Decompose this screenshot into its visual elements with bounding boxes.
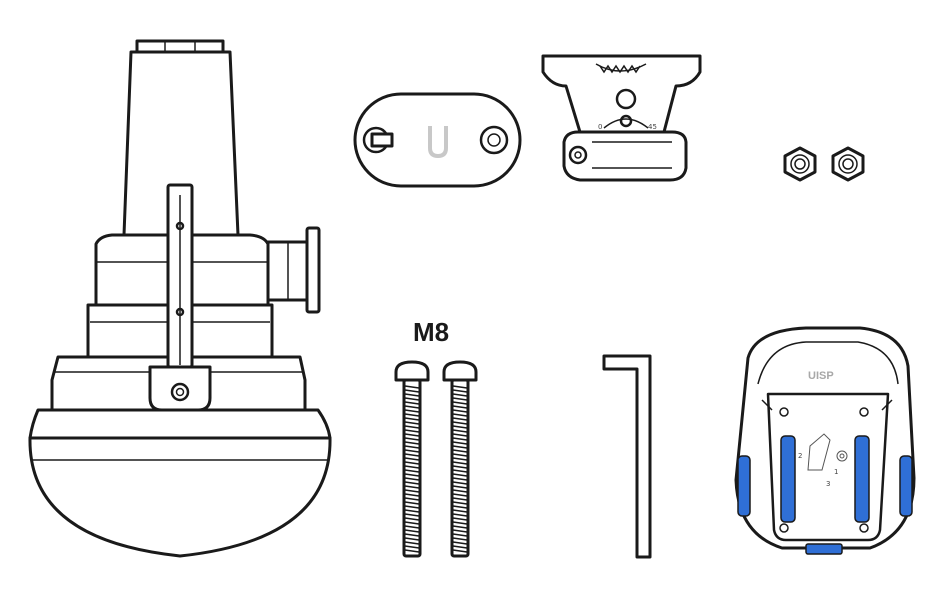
bolt-thread bbox=[404, 529, 420, 533]
bolt-thread bbox=[452, 525, 468, 529]
bolt-thread bbox=[452, 429, 468, 433]
bolt-thread bbox=[452, 413, 468, 417]
bolt-thread bbox=[452, 433, 468, 437]
bolt-thread bbox=[452, 469, 468, 473]
bolt-thread bbox=[452, 445, 468, 449]
bolt-thread bbox=[404, 385, 420, 389]
bolt-thread bbox=[452, 501, 468, 505]
radio-housing-icon: UISP 2 13 bbox=[734, 326, 916, 555]
svg-text:1: 1 bbox=[834, 468, 838, 476]
bolt-thread bbox=[404, 417, 420, 421]
bolt-thread bbox=[404, 457, 420, 461]
bolt-thread bbox=[404, 497, 420, 501]
bolt-thread bbox=[452, 405, 468, 409]
bolt-thread bbox=[452, 401, 468, 405]
bolt-thread bbox=[452, 533, 468, 537]
bolt-thread bbox=[452, 421, 468, 425]
bolt-thread bbox=[404, 405, 420, 409]
bolt-thread bbox=[452, 385, 468, 389]
bolt-size-label: M8 bbox=[413, 317, 449, 347]
hex-nut-icon bbox=[783, 146, 865, 182]
bolt-thread bbox=[452, 425, 468, 429]
bolt-thread bbox=[404, 453, 420, 457]
bolt-thread bbox=[452, 417, 468, 421]
bolt-thread bbox=[404, 465, 420, 469]
bolt-thread bbox=[452, 457, 468, 461]
bolt-thread bbox=[452, 545, 468, 549]
svg-text:0: 0 bbox=[598, 123, 602, 131]
bolt-thread bbox=[404, 393, 420, 397]
bolt-thread bbox=[404, 549, 420, 553]
bolt-thread bbox=[452, 537, 468, 541]
bolt-thread bbox=[404, 481, 420, 485]
cover-brand-label: UISP bbox=[808, 370, 834, 382]
bolt-thread bbox=[452, 497, 468, 501]
bolt-thread bbox=[404, 505, 420, 509]
bolt-thread bbox=[404, 501, 420, 505]
tilt-bracket-icon: 0 45 bbox=[541, 54, 702, 182]
bolt-thread bbox=[404, 477, 420, 481]
bolt-thread bbox=[404, 521, 420, 525]
bolt-thread bbox=[452, 513, 468, 517]
bolt-thread bbox=[452, 489, 468, 493]
bolt-thread bbox=[404, 541, 420, 545]
bolt-thread bbox=[452, 541, 468, 545]
bolt-thread bbox=[404, 449, 420, 453]
bolt-thread bbox=[404, 473, 420, 477]
bolt-thread bbox=[404, 533, 420, 537]
bolt-thread bbox=[404, 517, 420, 521]
bolt-thread bbox=[452, 393, 468, 397]
bolt-thread bbox=[452, 461, 468, 465]
bolt-thread bbox=[452, 493, 468, 497]
bolt-thread bbox=[452, 517, 468, 521]
antenna-reflector-icon bbox=[28, 39, 332, 558]
bolt-thread bbox=[452, 521, 468, 525]
bolt-thread bbox=[404, 537, 420, 541]
bolt-thread bbox=[404, 545, 420, 549]
bolt-thread bbox=[452, 449, 468, 453]
bolt-thread bbox=[404, 429, 420, 433]
bolt-thread bbox=[404, 525, 420, 529]
bolt-thread bbox=[452, 549, 468, 553]
bolt-thread bbox=[404, 509, 420, 513]
bolt-thread bbox=[404, 425, 420, 429]
bolt-thread bbox=[452, 441, 468, 445]
bolt-thread bbox=[404, 461, 420, 465]
bolt-thread bbox=[404, 421, 420, 425]
bolt-thread bbox=[404, 513, 420, 517]
bolt-thread bbox=[404, 433, 420, 437]
bolt-thread bbox=[452, 397, 468, 401]
bolt-thread bbox=[404, 445, 420, 449]
hex-key-icon bbox=[602, 354, 652, 559]
bolt-thread bbox=[452, 477, 468, 481]
bolt-thread bbox=[404, 413, 420, 417]
bolt-thread bbox=[452, 437, 468, 441]
bolt-thread bbox=[452, 409, 468, 413]
bolt-thread bbox=[452, 529, 468, 533]
bolt-thread bbox=[404, 409, 420, 413]
bolt-thread bbox=[404, 489, 420, 493]
svg-text:45: 45 bbox=[648, 123, 657, 131]
bolt-thread bbox=[404, 485, 420, 489]
bolt-thread bbox=[404, 389, 420, 393]
bolt-thread bbox=[452, 453, 468, 457]
bolt-thread bbox=[404, 401, 420, 405]
bolt-thread bbox=[452, 473, 468, 477]
bolt-thread bbox=[452, 389, 468, 393]
svg-text:2: 2 bbox=[798, 452, 802, 460]
bolt-icon bbox=[394, 360, 478, 558]
bolt-thread bbox=[452, 505, 468, 509]
bolt-thread bbox=[452, 465, 468, 469]
svg-text:3: 3 bbox=[826, 480, 830, 488]
bolt-thread bbox=[404, 441, 420, 445]
bolt-thread bbox=[404, 397, 420, 401]
bolt-thread bbox=[404, 437, 420, 441]
bolt-thread bbox=[404, 469, 420, 473]
bolt-thread bbox=[452, 481, 468, 485]
mounting-plate-icon bbox=[353, 92, 522, 188]
bolt-thread bbox=[452, 509, 468, 513]
bolt-thread bbox=[452, 485, 468, 489]
bolt-thread bbox=[404, 493, 420, 497]
